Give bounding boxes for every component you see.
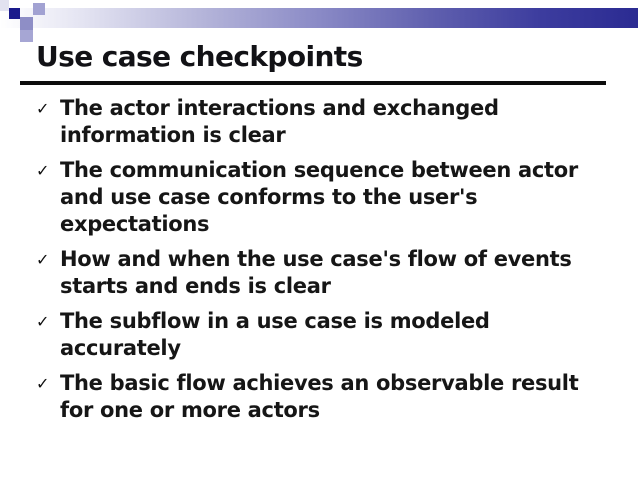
checkmark-icon: ✓ xyxy=(36,374,50,393)
pixel-square-bottom xyxy=(20,30,33,42)
bullet-item: ✓ The communication sequence between act… xyxy=(36,157,636,238)
bullet-text: The basic flow achieves an observable re… xyxy=(60,371,579,422)
checkmark-icon: ✓ xyxy=(36,161,50,180)
checkmark-icon: ✓ xyxy=(36,99,50,118)
bullet-item: ✓ The actor interactions and exchanged i… xyxy=(36,95,636,149)
bullet-text: How and when the use case's flow of even… xyxy=(60,247,572,298)
bullet-text: The communication sequence between actor… xyxy=(60,158,578,236)
pixel-square-top xyxy=(33,3,45,15)
bullet-item: ✓ The subflow in a use case is modeled a… xyxy=(36,308,636,362)
title-underline xyxy=(20,81,606,85)
bullet-item: ✓ How and when the use case's flow of ev… xyxy=(36,246,636,300)
pixel-square-corner xyxy=(0,0,9,11)
checkmark-icon: ✓ xyxy=(36,250,50,269)
pixel-square-navy xyxy=(9,8,20,19)
bullet-text: The subflow in a use case is modeled acc… xyxy=(60,309,490,360)
bullet-list: ✓ The actor interactions and exchanged i… xyxy=(36,95,636,432)
header-gradient-bar xyxy=(0,8,638,28)
bullet-item: ✓ The basic flow achieves an observable … xyxy=(36,370,636,424)
slide-title: Use case checkpoints xyxy=(36,40,363,73)
pixel-square-middle xyxy=(20,17,33,30)
checkmark-icon: ✓ xyxy=(36,312,50,331)
bullet-text: The actor interactions and exchanged inf… xyxy=(60,96,499,147)
